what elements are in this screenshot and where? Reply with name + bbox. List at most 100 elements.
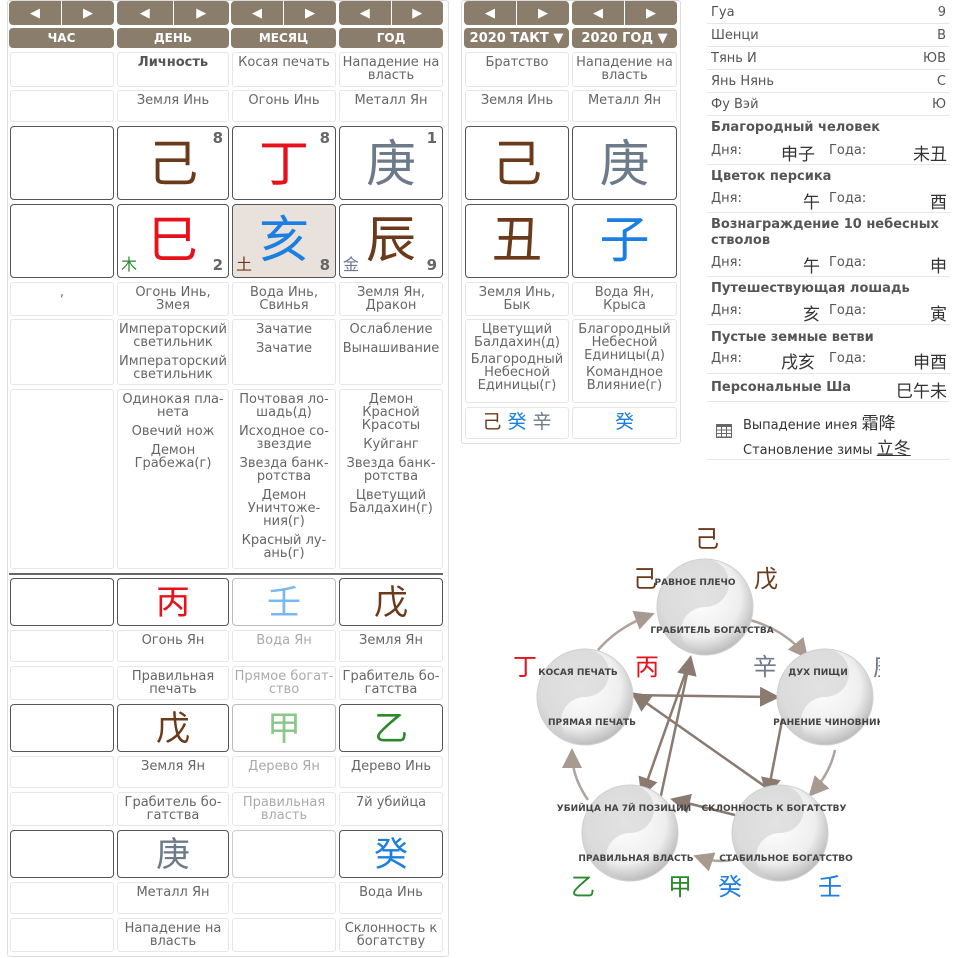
prev-arrow-icon[interactable]: ◀ bbox=[117, 1, 174, 25]
prev-arrow-icon[interactable]: ◀ bbox=[464, 1, 517, 25]
noble-values: Дня: 申子 Года: 未丑 bbox=[711, 140, 947, 165]
month-branch-number: 8 bbox=[319, 256, 330, 274]
hour-personality bbox=[10, 52, 114, 87]
ten-gods-cycle-diagram: РАВНОЕ ПЛЕЧО ГРАБИТЕЛЬ БОГАТСТВА ДУХ ПИЩ… bbox=[513, 525, 880, 901]
star-item: Благородный Небесной Единицы(г) bbox=[470, 352, 564, 393]
day-label: Дня: bbox=[711, 351, 742, 366]
stem-bl-2: 甲 bbox=[668, 873, 692, 901]
info-value: Ю bbox=[931, 96, 946, 112]
month-hidden-2[interactable]: 甲 bbox=[232, 704, 336, 752]
info-row-fuwei: Фу Вэй Ю bbox=[707, 93, 950, 116]
takt-dropdown[interactable]: 2020 ТАКТ ▼ bbox=[464, 28, 569, 48]
day-label: Дня: bbox=[711, 191, 742, 206]
arrow-br-bl2 bbox=[670, 793, 736, 817]
month-hidden-1-elem: Вода Ян bbox=[232, 630, 336, 662]
month-stem[interactable]: 丁 8 bbox=[232, 126, 336, 200]
stem-left-1: 丁 bbox=[513, 653, 537, 681]
year-header: ГОД bbox=[339, 28, 443, 48]
year-stem[interactable]: 庚 1 bbox=[339, 126, 443, 200]
year-dropdown[interactable]: 2020 ГОД ▼ bbox=[572, 28, 677, 48]
next-arrow-icon[interactable]: ▶ bbox=[538, 5, 548, 21]
day-hidden-2-elem: Земля Ян bbox=[117, 756, 229, 788]
star-item: Командное Влияние(г) bbox=[586, 365, 663, 393]
solar-term-label: Выпадение инея bbox=[743, 418, 858, 433]
star-item: Куйганг bbox=[363, 437, 419, 452]
star-item: Звезда банк-ротства bbox=[239, 456, 329, 484]
reward-values: Дня: 午 Года: 申 bbox=[711, 252, 947, 277]
month-hidden-1[interactable]: 壬 bbox=[232, 578, 336, 626]
divider bbox=[707, 401, 950, 402]
month-hidden-3[interactable] bbox=[232, 830, 336, 878]
hour-hidden-1-god bbox=[10, 666, 114, 700]
hour-branch[interactable] bbox=[10, 204, 114, 278]
luck-year-branch[interactable]: 子 bbox=[572, 204, 677, 278]
hour-hidden-2[interactable] bbox=[10, 704, 114, 752]
prev-arrow-icon[interactable]: ◀ bbox=[231, 1, 284, 25]
next-arrow-icon[interactable]: ▶ bbox=[196, 5, 207, 21]
day-hidden-2-god: Грабитель бо-гатства bbox=[117, 792, 229, 826]
stem-br-1: 癸 bbox=[718, 873, 742, 901]
hour-hidden-1-elem bbox=[10, 630, 114, 662]
sphere-left bbox=[536, 648, 634, 746]
solar-term-frost: Выпадение инея 霜降 bbox=[743, 409, 896, 434]
horse-day: 亥 bbox=[803, 305, 820, 325]
day-branch-glyph: 巳 bbox=[148, 211, 198, 269]
next-arrow-icon[interactable]: ▶ bbox=[412, 5, 423, 21]
day-personality: Личность bbox=[117, 52, 229, 87]
month-hidden-2-elem: Дерево Ян bbox=[232, 756, 336, 788]
year-hidden-2[interactable]: 乙 bbox=[339, 704, 443, 752]
hour-hidden-1[interactable] bbox=[10, 578, 114, 626]
controlling-cycle-arrows bbox=[629, 655, 787, 817]
year-stem-number: 1 bbox=[426, 129, 437, 147]
noble-day: 申子 bbox=[781, 145, 815, 165]
hour-hidden-3-elem bbox=[10, 882, 114, 914]
year-stars: Демон Красной Красоты Куйганг Звезда бан… bbox=[339, 389, 443, 569]
year-label: Года: bbox=[829, 303, 867, 318]
hour-hidden-3-god bbox=[10, 918, 114, 952]
next-arrow-icon[interactable]: ▶ bbox=[646, 5, 656, 21]
year-hidden-1-god: Грабитель бо-гатства bbox=[339, 666, 443, 700]
next-arrow-icon[interactable]: ▶ bbox=[305, 5, 315, 21]
divider bbox=[707, 276, 950, 277]
hour-stage bbox=[10, 319, 114, 385]
hidden-stem: 癸 bbox=[614, 411, 634, 433]
hour-stem[interactable] bbox=[10, 126, 114, 200]
year-personality: Нападение на власть bbox=[339, 52, 443, 87]
month-branch[interactable]: 亥 土 8 bbox=[232, 204, 336, 278]
calendar-table-icon[interactable] bbox=[716, 423, 732, 438]
void-year: 申酉 bbox=[913, 353, 947, 373]
peach-day: 午 bbox=[803, 193, 820, 213]
day-label: Дня: bbox=[711, 303, 742, 318]
month-stem-glyph: 丁 bbox=[259, 135, 309, 193]
day-stem[interactable]: 己 8 bbox=[117, 126, 229, 200]
day-branch[interactable]: 巳 木 2 bbox=[117, 204, 229, 278]
solar-term-winter: Становление зимы 立冬 bbox=[743, 434, 911, 459]
star-item: Звезда банк-ротства bbox=[346, 456, 436, 484]
takt-stars: Цветущий Балдахин(д) Благородный Небесно… bbox=[465, 319, 569, 403]
day-hidden-3[interactable]: 庚 bbox=[117, 830, 229, 878]
prev-arrow-icon[interactable]: ◀ bbox=[9, 1, 62, 25]
next-arrow-icon[interactable]: ▶ bbox=[83, 5, 93, 21]
takt-branch[interactable]: 丑 bbox=[465, 204, 569, 278]
stage-item: Ослабление bbox=[349, 322, 433, 337]
luck-year-stars: Благородный Небесной Единицы(д) Командно… bbox=[572, 319, 677, 403]
hidden-stem-glyph: 戊 bbox=[374, 583, 408, 623]
day-hidden-2[interactable]: 戊 bbox=[117, 704, 229, 752]
day-hidden-1[interactable]: 丙 bbox=[117, 578, 229, 626]
info-value: В bbox=[937, 27, 946, 43]
takt-stem[interactable]: 己 bbox=[465, 126, 569, 200]
hour-hidden-3[interactable] bbox=[10, 830, 114, 878]
year-nav: ◀ ▶ bbox=[339, 1, 443, 25]
info-label: Фу Вэй bbox=[711, 96, 759, 112]
month-hidden-1-god: Прямое богат-ство bbox=[232, 666, 336, 700]
day-hidden-1-elem: Огонь Ян bbox=[117, 630, 229, 662]
year-hidden-1[interactable]: 戊 bbox=[339, 578, 443, 626]
month-stem-number: 8 bbox=[319, 129, 330, 147]
year-label: Года: bbox=[829, 255, 867, 270]
year-branch[interactable]: 辰 金 9 bbox=[339, 204, 443, 278]
reward-day: 午 bbox=[803, 257, 820, 277]
prev-arrow-icon[interactable]: ◀ bbox=[572, 1, 625, 25]
year-hidden-3[interactable]: 癸 bbox=[339, 830, 443, 878]
luck-year-stem[interactable]: 庚 bbox=[572, 126, 677, 200]
prev-arrow-icon[interactable]: ◀ bbox=[339, 1, 392, 25]
